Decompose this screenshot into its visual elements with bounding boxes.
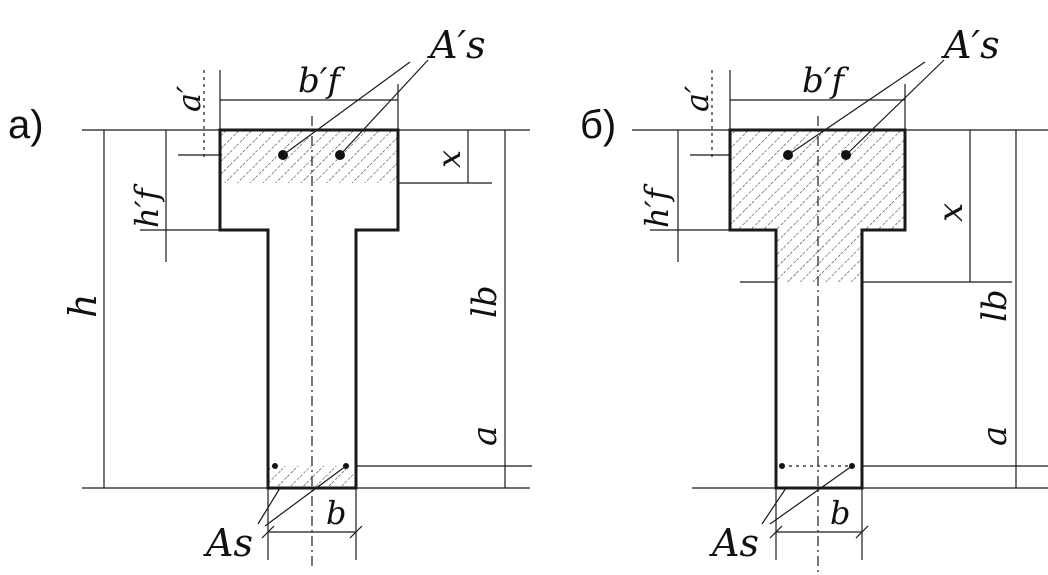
- panel-a-web-width-label: b: [326, 494, 346, 532]
- panel-b-bottom-steel-label: As: [709, 521, 759, 565]
- panel-a-x-label: x: [430, 150, 468, 168]
- panel-a-top-steel-label: A′s: [427, 23, 486, 67]
- panel-b-web-width-tick-right: [855, 525, 869, 539]
- panel-a-compressed-zone: [221, 131, 397, 183]
- panel-a-top-steel-leader-2: [282, 61, 411, 156]
- panel-b-t-section-outline: [728, 128, 907, 490]
- panel-a-bottom-steel-leader: [264, 465, 347, 527]
- panel-b-top-cover-label: a′: [678, 85, 716, 112]
- panel-a-bottom-bar-left: [272, 463, 278, 469]
- panel-a-bottom-steel-leader-2: [257, 487, 281, 525]
- panel-a-bottom-cover-label: a: [465, 426, 505, 446]
- panel-a-t-section-outline: [218, 128, 400, 490]
- panel-b-x-label: x: [931, 203, 971, 222]
- panel-b-flange-width-label: b′f: [802, 61, 849, 101]
- panel-b-top-steel-label: A′s: [941, 23, 1000, 67]
- panel-a-top-cover-label: a′: [170, 85, 208, 112]
- panel-a-web-width-tick-right: [349, 525, 363, 539]
- panel-b-bottom-cover-label: a: [975, 426, 1015, 446]
- panel-b-flange-height-label: h′f: [638, 183, 676, 228]
- panel-a-label: а): [8, 103, 44, 147]
- panel-a-web-width-tick-left: [261, 525, 275, 539]
- panel-b: б): [580, 23, 1048, 572]
- panel-b-bottom-steel-leader-2: [761, 487, 787, 525]
- panel-b-web-width-label: b: [830, 494, 850, 532]
- panel-b-web-width-tick-left: [769, 525, 783, 539]
- panel-a-bottom-steel-label: As: [203, 521, 253, 565]
- panel-b-label: б): [580, 103, 616, 147]
- panel-a-lever-arm-label: lb: [465, 285, 505, 318]
- panel-a-height-label: h: [61, 294, 105, 318]
- panel-b-lever-arm-label: lb: [975, 289, 1015, 322]
- panel-a-top-steel-leader: [339, 59, 429, 156]
- panel-a-flange-width-label: b′f: [298, 61, 345, 101]
- panel-b-top-steel-leader: [845, 59, 945, 156]
- panel-a: а): [8, 23, 532, 570]
- panel-a-flange-height-label: h′f: [128, 183, 166, 228]
- panel-b-top-steel-leader-2: [787, 61, 926, 156]
- panel-b-bottom-steel-leader: [769, 465, 853, 525]
